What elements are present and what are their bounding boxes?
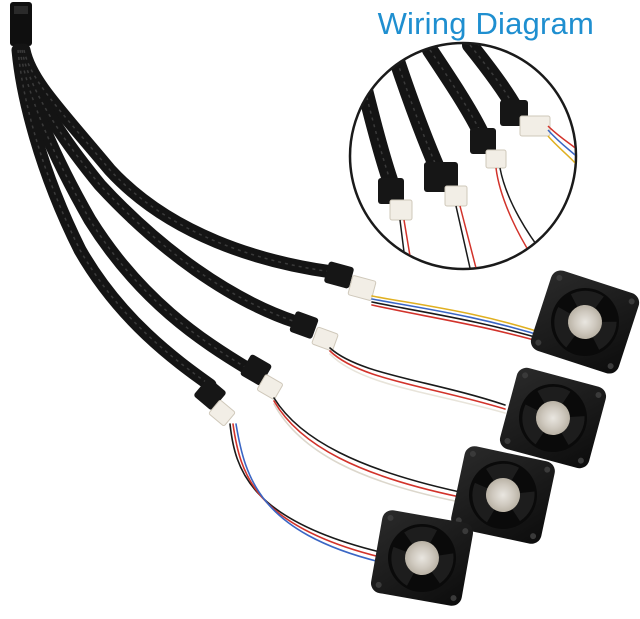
fan-icon (499, 367, 607, 469)
connector-icon (470, 128, 507, 169)
connector-2 (289, 311, 339, 352)
fan-icon (370, 510, 474, 606)
fan-icon (530, 270, 640, 374)
connector-icon (378, 178, 413, 221)
fan-wires (229, 295, 553, 563)
connector-icon (424, 162, 468, 207)
diagram-title: Wiring Diagram (377, 6, 594, 41)
cable-highlights (17, 49, 333, 386)
connector-4 (194, 378, 236, 427)
braided-cables (11, 43, 339, 392)
connector-1 (324, 261, 377, 301)
connector-icon (500, 100, 551, 137)
zoom-inset-circle (348, 41, 578, 271)
connector-3 (240, 354, 283, 400)
fan-icon (451, 446, 555, 544)
input-connector (10, 2, 32, 46)
